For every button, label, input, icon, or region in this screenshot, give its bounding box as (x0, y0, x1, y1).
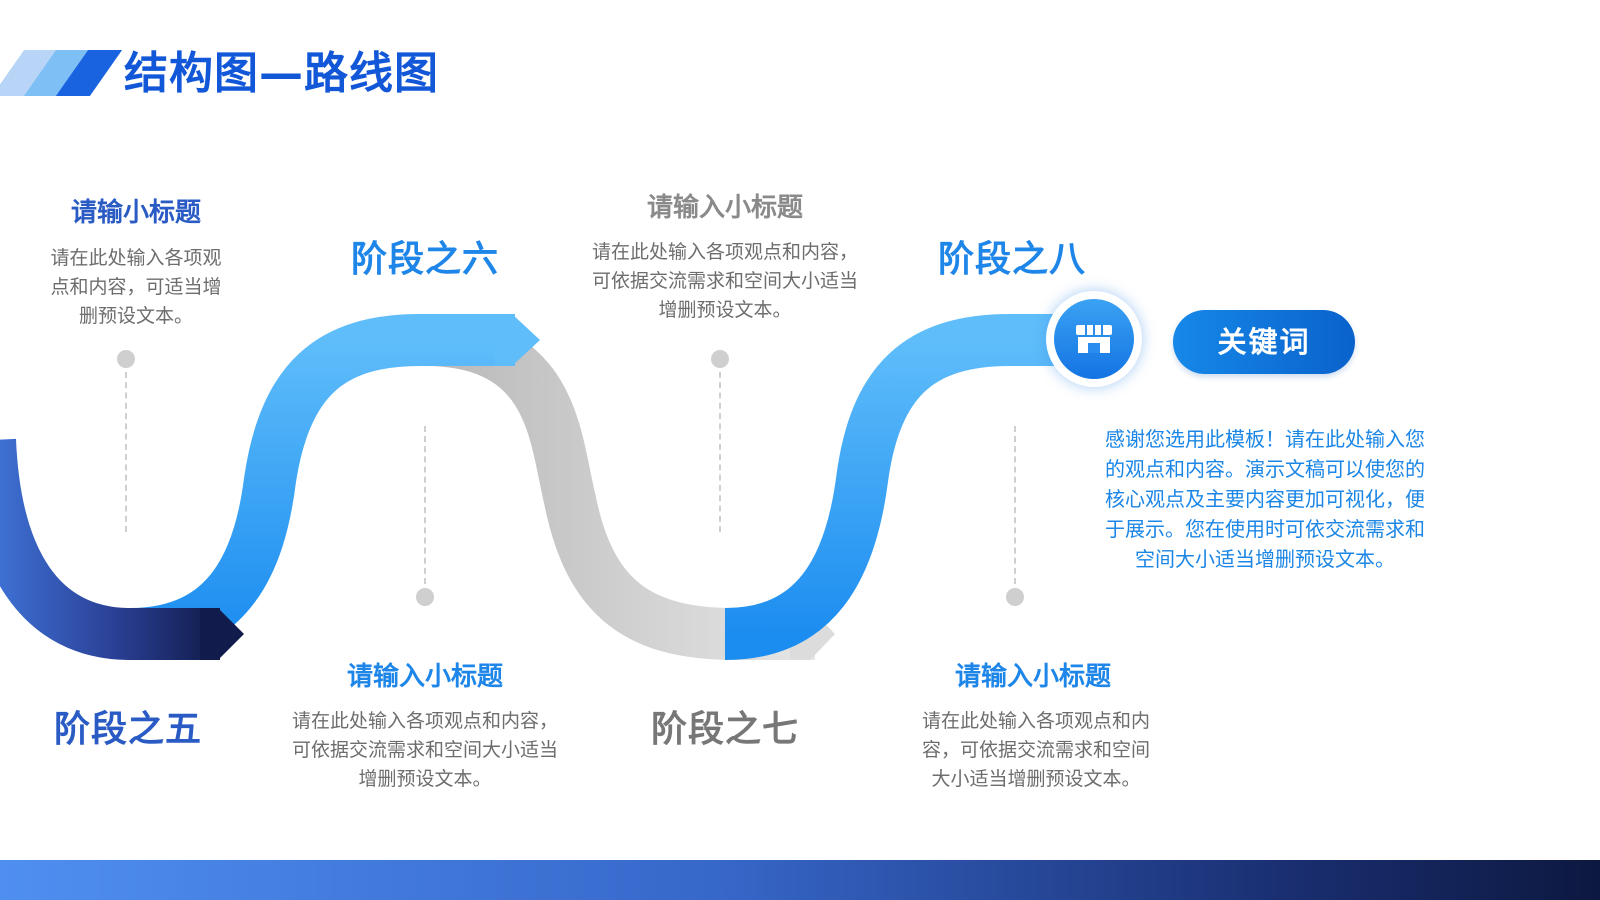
connector-line (1014, 426, 1016, 584)
description-line: 感谢您选用此模板！请在此处输入您 (1105, 427, 1425, 451)
connector-dot (711, 350, 729, 368)
description-a: 请在此处输入各项观 点和内容，可适当增 删预设文本。 (31, 244, 241, 331)
description-line: 点和内容，可适当增 (50, 276, 222, 298)
description-line: 的观点和内容。演示文稿可以使您的 (1105, 457, 1425, 481)
stage-label-8: 阶段之八 (937, 239, 1087, 280)
description-line: 可依据交流需求和空间大小适当 (291, 739, 558, 761)
stage-label-5: 阶段之五 (53, 709, 203, 750)
road-segment-blue-1 (129, 314, 515, 660)
title-bar: 结构图—路线图 (0, 44, 520, 104)
description-line: 可依据交流需求和空间大小适当 (591, 270, 858, 292)
description-line: 增删预设文本。 (658, 299, 792, 321)
stage-label-6: 阶段之六 (350, 239, 500, 280)
page-title: 结构图—路线图 (124, 48, 439, 99)
description-line: 大小适当增删预设文本。 (931, 768, 1141, 790)
connector-line (424, 426, 426, 584)
keyword-icon-circle (1046, 291, 1142, 387)
road-segment-gray (424, 314, 815, 660)
description-d: 请在此处输入各项观点和内 容，可依据交流需求和空间 大小适当增删预设文本。 (901, 707, 1171, 794)
subtitle-a: 请输小标题 (70, 198, 202, 228)
connector-dot (416, 588, 434, 606)
description-line: 增删预设文本。 (358, 768, 492, 790)
road-arrow-navy (200, 608, 244, 660)
stage-label-7: 阶段之七 (650, 709, 800, 750)
description-line: 删预设文本。 (78, 305, 193, 327)
subtitle-b: 请输入小标题 (346, 662, 504, 692)
keyword-button[interactable]: 关键词 (1173, 310, 1355, 374)
description-b: 请在此处输入各项观点和内容， 可依据交流需求和空间大小适当 增删预设文本。 (270, 707, 580, 794)
road-segment-blue-2 (724, 314, 1095, 660)
footer-bar (0, 860, 1600, 900)
description-line: 核心观点及主要内容更加可视化，便 (1105, 487, 1425, 511)
keyword-description: 感谢您选用此模板！请在此处输入您 的观点和内容。演示文稿可以使您的 核心观点及主… (1085, 424, 1445, 574)
description-line: 于展示。您在使用时可依交流需求和 (1105, 517, 1425, 541)
road-segment-navy (0, 438, 220, 660)
connector-dot (1006, 588, 1024, 606)
subtitle-c: 请输入小标题 (646, 193, 804, 223)
description-line: 请在此处输入各项观点和内容， (591, 241, 858, 263)
connector-line (125, 372, 127, 532)
subtitle-d: 请输入小标题 (954, 662, 1112, 692)
description-line: 空间大小适当增删预设文本。 (1135, 547, 1395, 571)
connector-dot (117, 350, 135, 368)
description-line: 请在此处输入各项观点和内 (921, 710, 1150, 732)
road-arrow-blue-1 (495, 314, 540, 366)
description-c: 请在此处输入各项观点和内容， 可依据交流需求和空间大小适当 增删预设文本。 (570, 238, 880, 325)
connector-line (719, 372, 721, 532)
description-line: 容，可依据交流需求和空间 (921, 739, 1150, 761)
store-icon (1054, 299, 1134, 379)
description-line: 请在此处输入各项观点和内容， (291, 710, 558, 732)
description-line: 请在此处输入各项观 (50, 247, 222, 269)
